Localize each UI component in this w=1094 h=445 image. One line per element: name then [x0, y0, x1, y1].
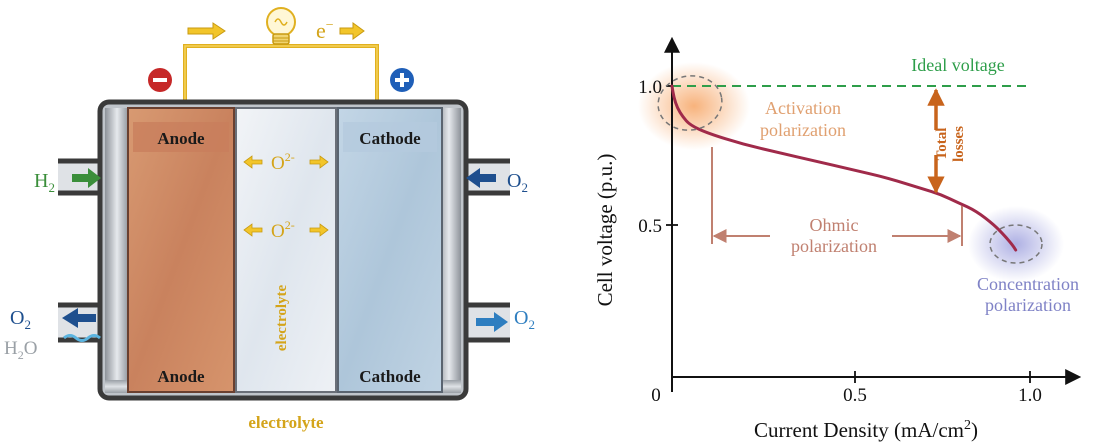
x-tick-0: 0: [651, 385, 661, 406]
y-tick-05: 0.5: [638, 216, 662, 237]
total-losses-label-line2: losses: [951, 126, 967, 162]
water-wave-icon: [63, 334, 101, 342]
activation-label-line1: Activation: [765, 98, 841, 118]
oxide-ion-transport-1: O2-: [243, 150, 329, 174]
ohmic-label-line2: polarization: [791, 236, 877, 256]
concentration-label-line1: Concentration: [977, 274, 1079, 294]
polarization-curve: [670, 84, 1018, 252]
electron-flow-arrow-right: [339, 22, 365, 40]
cathode-label-top: Cathode: [359, 129, 421, 148]
h2-inlet-label: H2: [34, 170, 55, 195]
x-axis-label: Current Density (mA/cm2): [754, 418, 978, 442]
svg-text:O2-: O2-: [271, 150, 295, 174]
electrolyte-bottom-label: electrolyte: [248, 413, 324, 432]
h2-inlet-arrow: [72, 168, 101, 188]
svg-text:O2-: O2-: [271, 218, 295, 242]
concentration-region-marker: [989, 224, 1043, 264]
concentration-label-line2: polarization: [985, 295, 1071, 315]
fuel-cell-diagram: e− Anode Anode: [4, 7, 535, 432]
activation-region-glow: [638, 62, 750, 150]
negative-terminal-icon: [148, 68, 172, 92]
activation-region-marker: [657, 75, 723, 131]
cathode-label-bottom: Cathode: [359, 367, 421, 386]
electron-label: e−: [316, 18, 334, 43]
light-bulb-icon: [266, 7, 296, 45]
ohmic-label-line1: Ohmic: [810, 215, 859, 235]
o2-outlet-label-right: O2: [514, 307, 535, 332]
x-tick-1: 1.0: [1018, 385, 1042, 406]
oxide-ion-transport-2: O2-: [243, 218, 329, 242]
x-tick-05: 0.5: [843, 385, 867, 406]
o2-outlet-arrow-right: [476, 312, 508, 332]
ideal-voltage-label: Ideal voltage: [911, 55, 1004, 75]
anode-layer: [127, 107, 235, 393]
anode-label-top: Anode: [157, 129, 205, 148]
electrolyte-vertical-label: electrolyte: [274, 284, 290, 351]
polarization-chart: 1.0 0.5 0 0.5 1.0 Cell voltage (p.u.) Cu…: [593, 36, 1082, 442]
o2-inlet-label: O2: [507, 170, 528, 195]
external-circuit-wire: [183, 44, 379, 103]
o2-outlet-arrow-left: [62, 308, 96, 328]
y-tick-1: 1.0: [638, 77, 662, 98]
o2-outlet-label-left: O2: [10, 307, 31, 332]
electrolyte-layer: [235, 107, 337, 393]
cathode-layer: [337, 107, 443, 393]
total-losses-label-line1: Total: [934, 128, 950, 161]
anode-label-bottom: Anode: [157, 367, 205, 386]
positive-terminal-icon: [390, 68, 414, 92]
activation-label-line2: polarization: [760, 120, 846, 140]
h2o-outlet-label: H2O: [4, 338, 37, 362]
o2-inlet-arrow: [466, 168, 496, 188]
y-axis-label: Cell voltage (p.u.): [593, 154, 617, 307]
electron-flow-arrow-left: [187, 22, 226, 40]
